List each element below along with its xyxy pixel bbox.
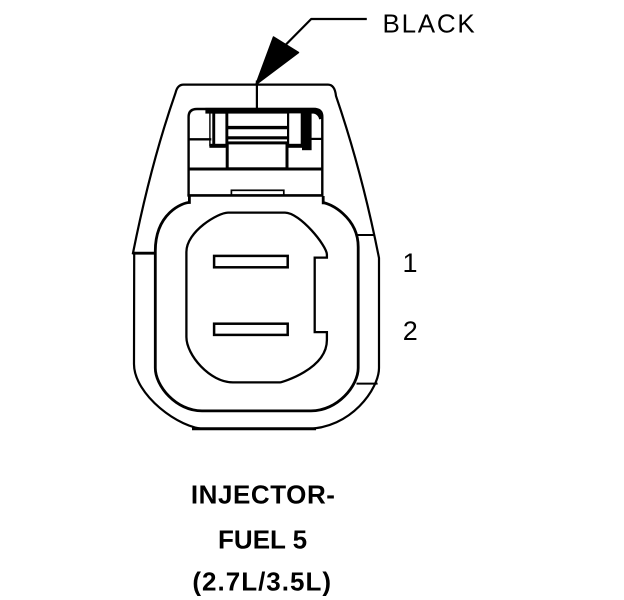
svg-text:FUEL 5: FUEL 5	[218, 525, 307, 555]
svg-text:INJECTOR-: INJECTOR-	[191, 480, 336, 510]
svg-text:(2.7L/3.5L): (2.7L/3.5L)	[192, 566, 332, 596]
svg-text:1: 1	[403, 248, 418, 278]
svg-text:BLACK: BLACK	[383, 9, 477, 39]
svg-text:2: 2	[403, 316, 418, 346]
